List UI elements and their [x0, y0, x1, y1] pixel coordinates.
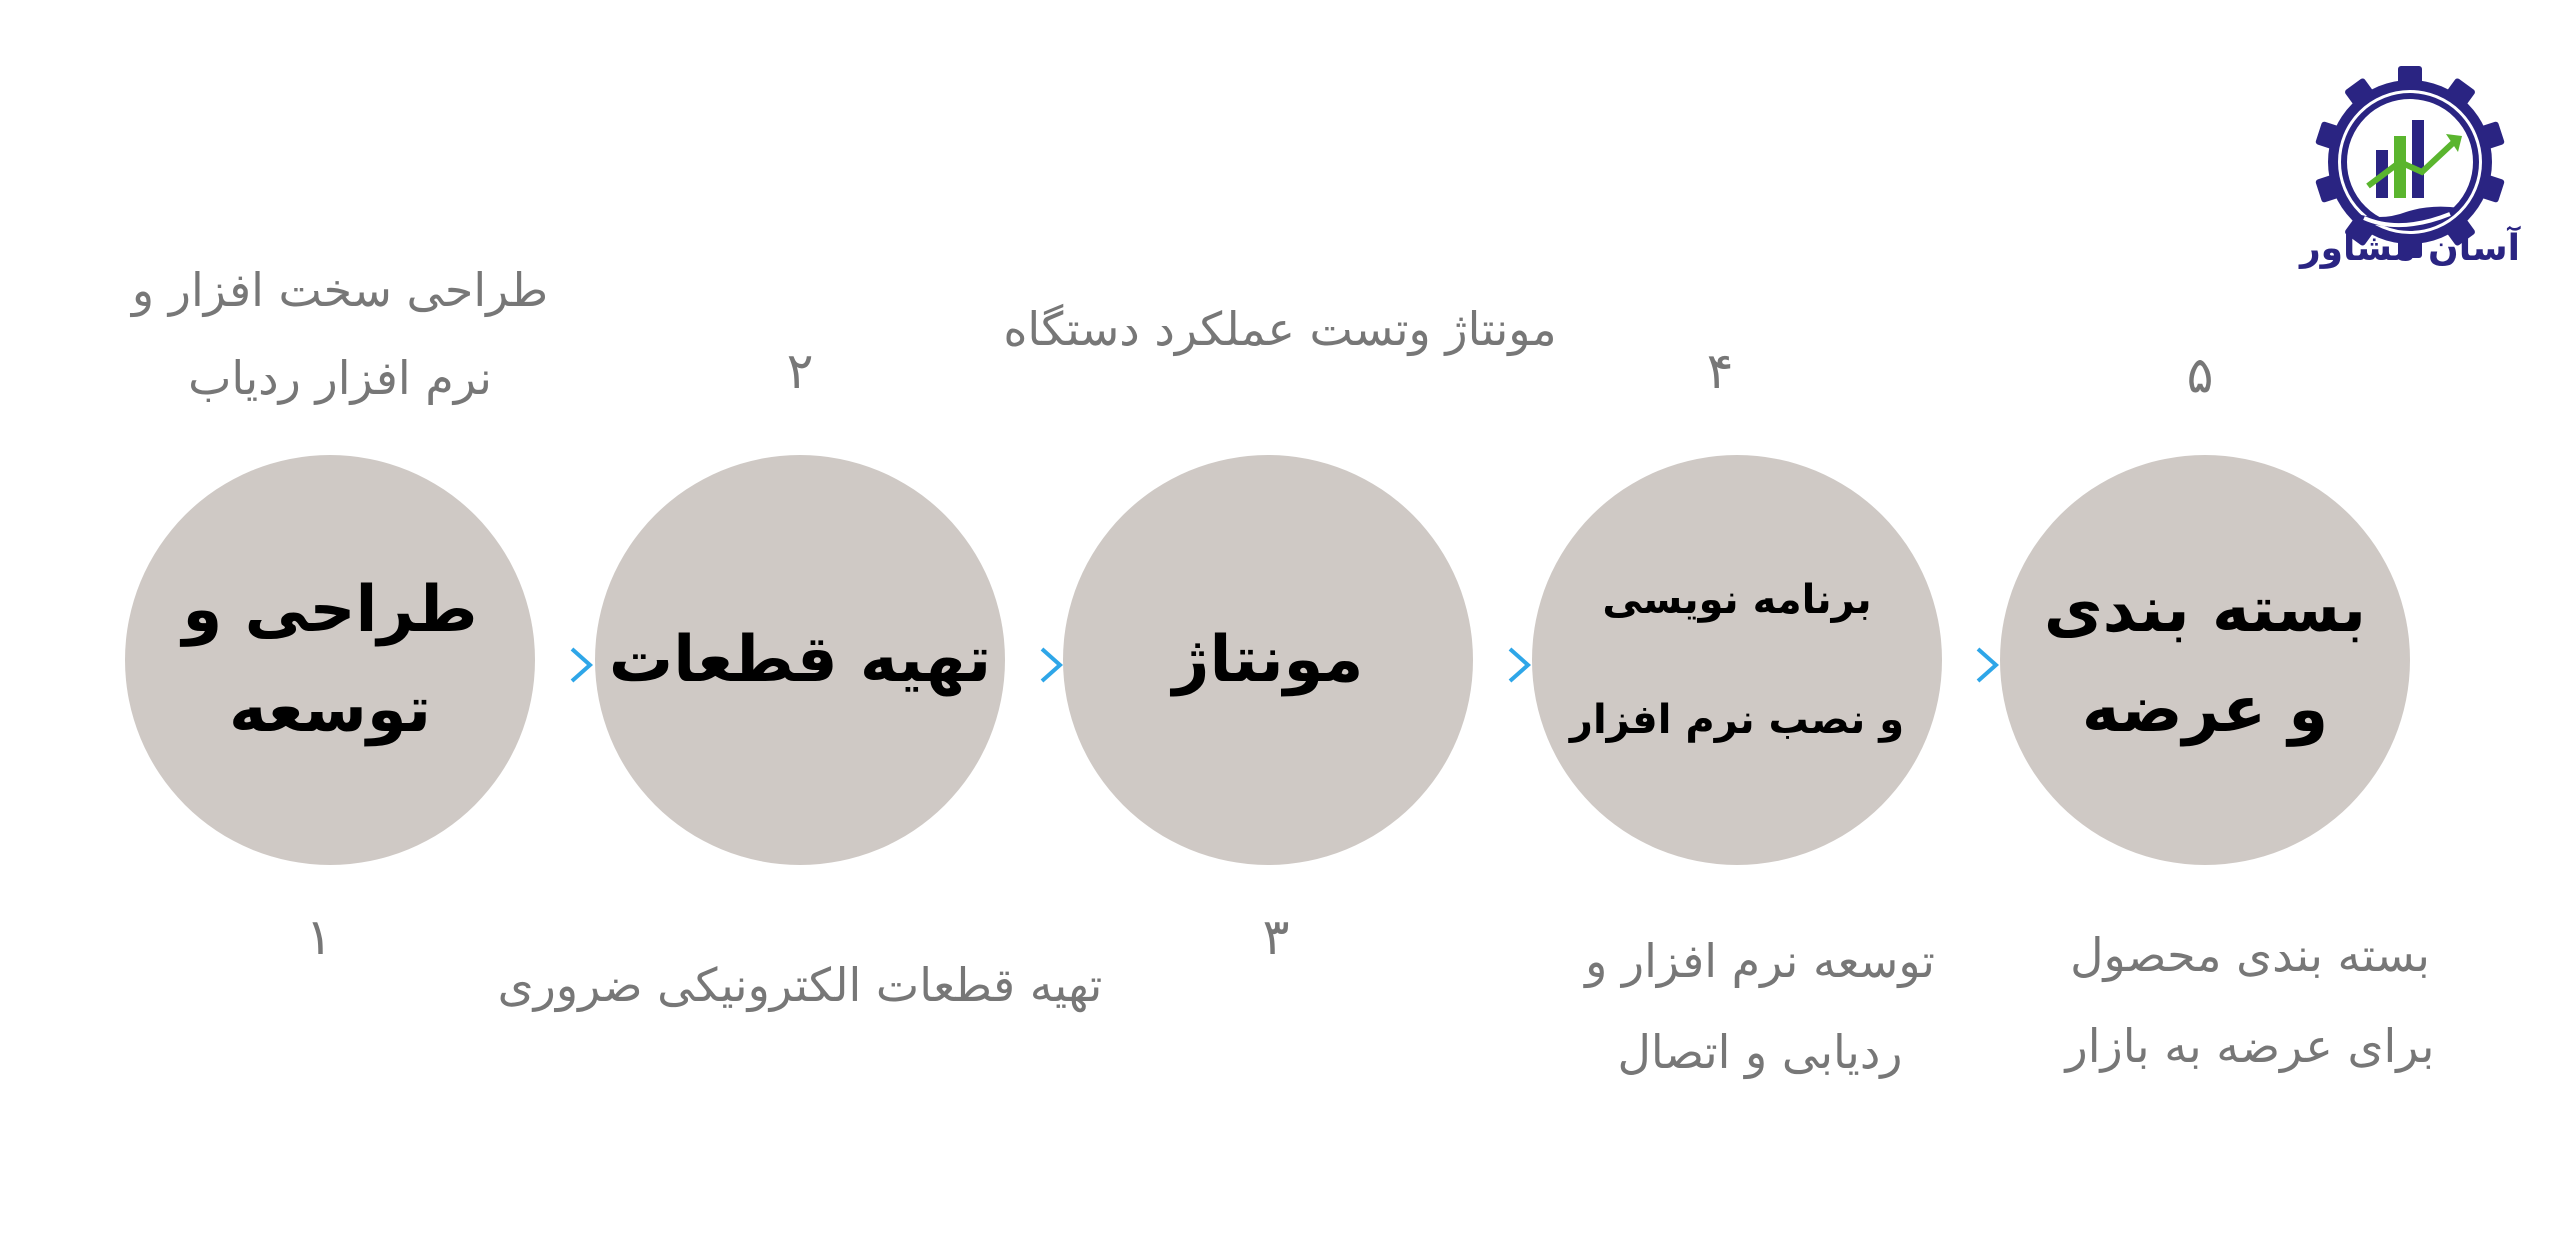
step-3-circle: مونتاژ: [1063, 455, 1473, 865]
step-3-number: ۳: [1262, 908, 1290, 966]
step-5-number: ۵: [2186, 346, 2214, 404]
brand-name: آسان مشاور: [2299, 228, 2520, 269]
brand-logo-icon: [2315, 66, 2505, 258]
step-1-description: طراحی سخت افزار و نرم افزار ردیاب: [131, 263, 549, 405]
arrow-2-icon: [1004, 647, 1064, 683]
step-4-number: ۴: [1706, 342, 1734, 400]
step-2-circle: تهیه قطعات: [595, 455, 1005, 865]
arrow-1-icon: [534, 647, 594, 683]
step-2-number: ۲: [786, 342, 814, 400]
step-4-description: توسعه نرم افزار و ردیابی و اتصال: [1585, 934, 1935, 1079]
step-4-circle: برنامه نویسی و نصب نرم افزار: [1532, 455, 1942, 865]
step-3-description: مونتاژ وتست عملکرد دستگاه: [1003, 302, 1557, 356]
step-5-description: بسته بندی محصول برای عرضه به بازار: [2065, 928, 2435, 1073]
step-1-circle: طراحی و توسعه: [125, 455, 535, 865]
step-1-number: ۱: [305, 908, 333, 966]
step-2-description: تهیه قطعات الکترونیکی ضروری: [497, 958, 1103, 1012]
arrow-3-icon: [1472, 647, 1532, 683]
step-5-circle: بسته بندی و عرضه: [2000, 455, 2410, 865]
arrow-4-icon: [1940, 647, 2000, 683]
